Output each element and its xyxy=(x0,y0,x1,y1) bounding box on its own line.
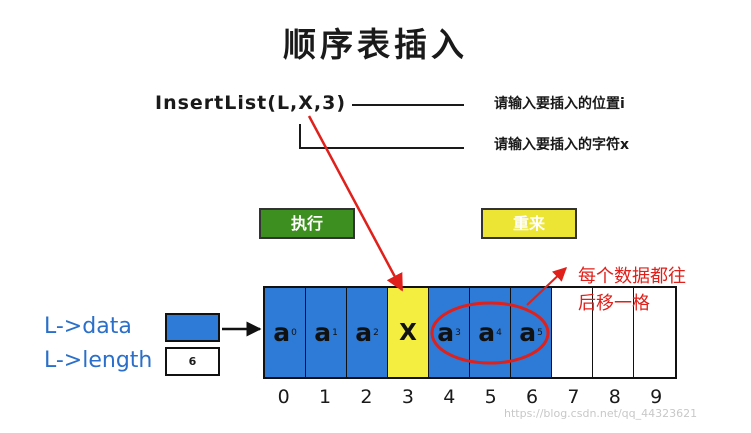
index-label-2: 2 xyxy=(360,386,373,408)
index-label-1: 1 xyxy=(319,386,332,408)
array-cell-3: X xyxy=(388,288,429,377)
shifted-elements-highlight xyxy=(430,301,550,365)
shift-annotation-line-1: 每个数据都往 xyxy=(578,266,686,287)
length-value-box: 6 xyxy=(165,347,220,376)
array-cell-8 xyxy=(593,288,634,377)
data-pointer-label: L->data xyxy=(44,314,132,339)
data-pointer-box xyxy=(165,313,220,342)
connector-line-char xyxy=(299,147,464,149)
reset-button[interactable]: 重来 xyxy=(481,208,577,239)
position-description: 请输入要插入的位置i xyxy=(494,96,625,112)
annotation-arrow xyxy=(526,267,568,306)
page-title: 顺序表插入 xyxy=(283,25,468,64)
cell-subscript: 2 xyxy=(373,327,379,338)
index-label-6: 6 xyxy=(525,386,539,408)
index-label-4: 4 xyxy=(443,386,456,408)
connector-line-char-vertical xyxy=(299,124,301,149)
array-cell-9 xyxy=(634,288,675,377)
function-call: InsertList(L,X,3) xyxy=(155,92,347,114)
cell-value: a xyxy=(355,318,373,347)
shift-annotation-line-2: 后移一格 xyxy=(578,293,650,314)
cell-value: a xyxy=(519,318,537,347)
length-label: L->length xyxy=(44,348,153,373)
cell-value: a xyxy=(273,318,291,347)
connector-line-position xyxy=(352,104,464,106)
cell-value: a xyxy=(478,318,496,347)
index-label-0: 0 xyxy=(277,386,290,408)
execute-button[interactable]: 执行 xyxy=(259,208,355,239)
cell-subscript: 4 xyxy=(496,327,502,338)
cell-subscript: 3 xyxy=(455,327,461,338)
cell-value: X xyxy=(399,319,417,346)
watermark: https://blog.csdn.net/qq_44323621 xyxy=(504,407,698,420)
index-label-5: 5 xyxy=(484,386,497,408)
cell-subscript: 1 xyxy=(332,327,338,338)
index-label-3: 3 xyxy=(401,386,414,408)
cell-subscript: 0 xyxy=(291,327,297,338)
cell-value: a xyxy=(437,318,455,347)
index-label-7: 7 xyxy=(567,386,580,408)
cell-subscript: 5 xyxy=(537,327,543,338)
index-label-9: 9 xyxy=(650,386,663,408)
index-label-8: 8 xyxy=(608,386,621,408)
array-indexes: 0 1 2 3 4 5 6 7 8 9 xyxy=(263,386,677,408)
shift-annotation: 每个数据都往 后移一格 xyxy=(578,263,686,317)
insert-arrow xyxy=(307,115,404,292)
cell-value: a xyxy=(314,318,332,347)
char-description: 请输入要插入的字符x xyxy=(494,137,630,153)
array-cell-7 xyxy=(552,288,593,377)
